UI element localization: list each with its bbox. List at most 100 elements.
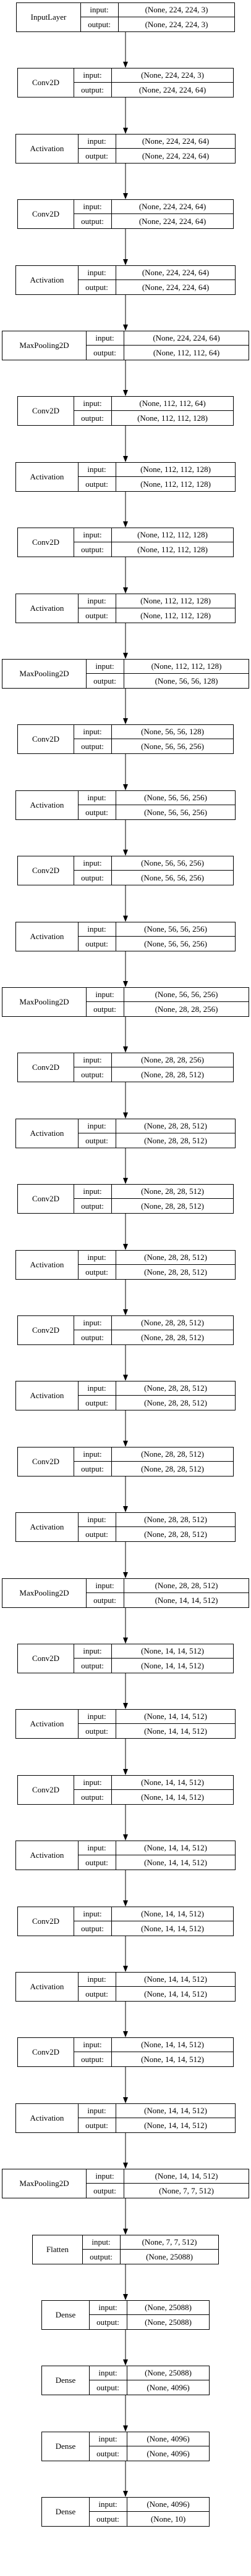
input-shape: (None, 112, 112, 128) [112, 528, 233, 542]
input-label: input: [82, 2235, 121, 2250]
input-label: input: [74, 856, 112, 871]
output-shape: (None, 14, 14, 512) [144, 1857, 207, 1867]
input-label: input: [78, 1710, 116, 1724]
layer-name: MaxPooling2D [2, 2169, 87, 2198]
output-label: output: [74, 1199, 112, 1213]
output-shape: (None, 224, 224, 64) [142, 282, 210, 292]
output-shape: (None, 224, 224, 64) [142, 151, 210, 160]
input-shape: (None, 28, 28, 512) [112, 1316, 233, 1330]
output-shape: (None, 4096) [147, 2448, 190, 2458]
output-label: output: [74, 1659, 112, 1673]
input-label: input: [89, 2301, 127, 2315]
layer-name: Dense [42, 2366, 90, 2395]
layer-name: Conv2D [18, 856, 74, 885]
layer-name: Conv2D [18, 1907, 74, 1936]
input-shape: (None, 224, 224, 64) [124, 331, 249, 346]
output-label: output: [74, 1921, 112, 1936]
layer-name: MaxPooling2D [2, 331, 87, 360]
output-shape: (None, 112, 112, 128) [137, 544, 208, 554]
output-shape: (None, 224, 224, 64) [138, 85, 206, 94]
output-shape: (None, 224, 224, 64) [138, 216, 206, 226]
output-label: output: [78, 1396, 116, 1410]
output-shape: (None, 56, 56, 256) [141, 741, 204, 751]
input-label: input: [74, 528, 112, 542]
output-label: output: [80, 17, 119, 31]
input-shape: (None, 56, 56, 256) [112, 856, 233, 871]
input-shape: (None, 112, 112, 128) [116, 594, 235, 608]
output-shape: (None, 25088) [145, 2317, 192, 2327]
output-shape: (None, 14, 14, 512) [141, 2054, 204, 2064]
input-label: input: [86, 331, 124, 346]
output-shape: (None, 56, 56, 256) [141, 872, 204, 882]
input-label: input: [74, 1053, 112, 1067]
output-shape: (None, 14, 14, 512) [141, 1923, 204, 1933]
output-shape: (None, 28, 28, 512) [141, 1201, 204, 1211]
input-label: input: [89, 2432, 127, 2446]
input-label: input: [74, 2038, 112, 2052]
input-shape: (None, 224, 224, 3) [119, 3, 234, 17]
output-label: output: [78, 608, 116, 623]
input-shape: (None, 28, 28, 512) [116, 1251, 235, 1265]
output-shape: (None, 14, 14, 512) [144, 2120, 207, 2130]
output-shape: (None, 14, 14, 512) [155, 1595, 218, 1605]
output-label: output: [78, 1724, 116, 1738]
output-shape: (None, 14, 14, 512) [141, 1660, 204, 1670]
output-shape: (None, 112, 112, 128) [140, 479, 211, 489]
layer-name: Activation [16, 2104, 79, 2132]
output-shape: (None, 112, 112, 128) [137, 413, 208, 423]
output-label: output: [74, 542, 112, 557]
output-label: output: [78, 280, 116, 294]
input-label: input: [86, 660, 124, 674]
input-shape: (None, 14, 14, 512) [116, 1973, 235, 1987]
layer-name: Conv2D [18, 2038, 74, 2066]
input-label: input: [74, 725, 112, 739]
output-label: output: [86, 674, 124, 688]
output-label: output: [89, 2315, 127, 2329]
layer-name: MaxPooling2D [2, 1579, 87, 1607]
output-shape: (None, 56, 56, 128) [155, 676, 218, 685]
output-shape: (None, 28, 28, 512) [141, 1069, 204, 1079]
output-shape: (None, 56, 56, 256) [144, 938, 207, 948]
input-label: input: [78, 1251, 116, 1265]
output-label: output: [89, 2512, 127, 2526]
layer-name: Dense [42, 2432, 90, 2461]
input-label: input: [78, 1119, 116, 1133]
layer-name: Activation [16, 463, 79, 491]
input-shape: (None, 28, 28, 512) [116, 1119, 235, 1133]
input-shape: (None, 14, 14, 512) [112, 1907, 233, 1921]
input-shape: (None, 56, 56, 256) [116, 791, 235, 805]
layer-name: Conv2D [18, 1185, 74, 1213]
input-shape: (None, 28, 28, 512) [116, 1513, 235, 1527]
output-label: output: [78, 477, 116, 491]
output-label: output: [74, 214, 112, 228]
layer-name: Activation [16, 1381, 79, 1410]
output-label: output: [78, 1527, 116, 1541]
input-shape: (None, 56, 56, 256) [116, 922, 235, 937]
output-label: output: [86, 2184, 124, 2198]
layer-name: Conv2D [18, 1447, 74, 1476]
layer-name: Activation [16, 1119, 79, 1148]
layer-name: Activation [16, 1973, 79, 2001]
input-label: input: [86, 988, 124, 1002]
